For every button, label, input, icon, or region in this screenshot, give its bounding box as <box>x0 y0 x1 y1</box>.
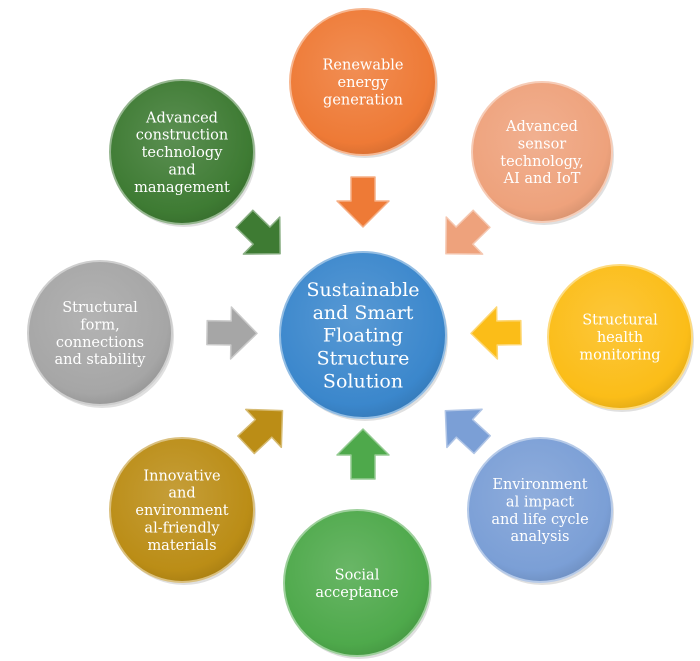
node-renewable-energy-circle <box>289 8 437 156</box>
node-social-acceptance-label-line: acceptance <box>315 585 398 601</box>
node-advanced-construction-label-line: and <box>168 162 195 178</box>
environment-impact-arrow-icon <box>444 408 492 455</box>
node-structural-form-circle <box>27 260 173 406</box>
node-structural-health-label-line: Structural <box>582 313 658 329</box>
node-advanced-sensor-label-line: sensor <box>518 136 567 152</box>
center-node-circle <box>279 251 447 419</box>
node-advanced-construction-circle <box>109 79 255 225</box>
center-node-label-line: Floating <box>323 325 403 347</box>
center-node-label-line: Sustainable <box>306 279 419 301</box>
advanced-sensor-arrow-icon <box>445 209 491 255</box>
node-structural-health-circle <box>547 264 693 410</box>
node-environment-impact-label-line: analysis <box>511 529 570 545</box>
structural-form-arrow-icon <box>206 306 258 360</box>
renewable-energy-arrow-icon <box>336 176 390 228</box>
node-innovative-materials-circle <box>109 437 255 583</box>
social-acceptance-arrow-icon <box>336 428 390 480</box>
node-structural-health-label-line: health <box>597 330 643 346</box>
node-social-acceptance-label: Social acceptance <box>315 567 398 600</box>
center-node-label-line: Structure <box>317 347 410 369</box>
node-environment-impact-label-line: and life cycle <box>491 512 588 528</box>
node-structural-form-label-line: connections <box>56 335 144 351</box>
advanced-construction-arrow-icon <box>235 209 281 255</box>
node-advanced-construction-label-line: Advanced <box>145 110 218 126</box>
node-advanced-construction-label-line: construction <box>136 128 228 144</box>
node-advanced-construction-label-line: management <box>134 180 230 196</box>
node-social-acceptance: Social acceptance <box>283 509 432 659</box>
node-innovative-materials-label-line: materials <box>147 538 216 554</box>
node-social-acceptance-circle <box>283 509 431 657</box>
node-innovative-materials-label-line: and <box>168 486 195 502</box>
node-innovative-materials-label-line: al-friendly <box>144 520 220 536</box>
node-structural-form-label-line: and stability <box>54 352 146 368</box>
node-advanced-sensor-label-line: technology, <box>500 154 583 170</box>
node-advanced-sensor-label-line: Advanced <box>505 119 578 135</box>
node-environment-impact-circle <box>467 437 613 583</box>
node-structural-form-label-line: Structural <box>62 300 138 316</box>
node-environment-impact-label-line: al impact <box>506 494 574 510</box>
node-advanced-sensor-circle <box>471 81 613 223</box>
node-structural-form-label-line: form, <box>80 317 119 333</box>
center-node-label-line: Solution <box>323 370 403 392</box>
node-innovative-materials-label-line: Innovative <box>143 468 220 484</box>
node-structural-health-label-line: monitoring <box>579 347 660 363</box>
node-advanced-construction-label-line: technology <box>142 145 224 161</box>
node-environment-impact-label-line: Environment <box>492 477 587 493</box>
node-renewable-energy-label-line: energy <box>338 75 390 91</box>
node-innovative-materials-label-line: environment <box>135 503 228 519</box>
center-node-label-line: and Smart <box>313 302 414 324</box>
node-advanced-sensor-label-line: AI and IoT <box>503 171 581 187</box>
node-social-acceptance-label-line: Social <box>335 567 380 583</box>
structural-health-arrow-icon <box>470 306 522 360</box>
node-renewable-energy-label-line: generation <box>323 92 403 108</box>
node-renewable-energy-label-line: Renewable <box>323 58 404 74</box>
innovative-materials-arrow-icon <box>237 408 284 455</box>
